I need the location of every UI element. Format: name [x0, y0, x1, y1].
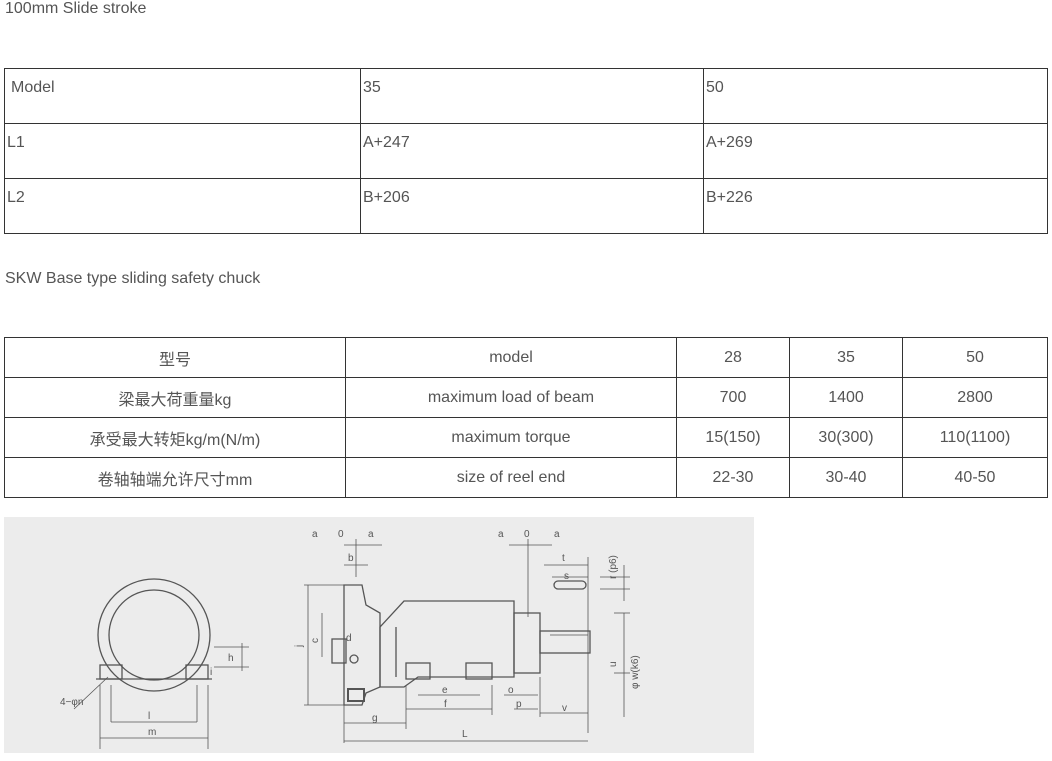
table-row: Model 35 50 — [4, 68, 1048, 124]
dim-label-p: p — [516, 699, 522, 710]
table-cell: 30(300) — [789, 417, 903, 458]
table-cell: A+247 — [360, 123, 704, 179]
dim-label-f: f — [444, 699, 447, 710]
table-cell: 梁最大荷重量kg — [4, 377, 346, 418]
table-cell: 40-50 — [902, 457, 1048, 498]
dim-label-e: e — [442, 685, 448, 696]
dim-label-h: h — [228, 653, 234, 664]
dim-label-0: 0 — [338, 529, 344, 540]
table1-title: 100mm Slide stroke — [5, 0, 147, 17]
table-row: 卷轴轴端允许尺寸mm size of reel end 22-30 30-40 … — [4, 457, 1048, 498]
table-cell: 35 — [360, 68, 704, 124]
dim-label-d: d — [346, 633, 352, 644]
technical-drawing: a 0 a b a 0 a t s r (p6) j c d h i 4−φn … — [4, 517, 754, 753]
dim-label-u: u — [608, 661, 619, 667]
table-cell: B+226 — [703, 178, 1048, 234]
flange — [343, 584, 381, 706]
dim-label-g: g — [372, 713, 378, 724]
table-cell: 承受最大转矩kg/m(N/m) — [4, 417, 346, 458]
table-cell: B+206 — [360, 178, 704, 234]
dim-label-a: a — [554, 529, 560, 540]
dim-label-a: a — [312, 529, 318, 540]
shaft — [539, 630, 591, 654]
table-cell: 50 — [902, 337, 1048, 378]
ring-outer — [97, 578, 211, 692]
table-cell: L1 — [4, 123, 361, 179]
table-row: 承受最大转矩kg/m(N/m) maximum torque 15(150) 3… — [4, 417, 1048, 458]
dim-label-s: s — [564, 571, 569, 582]
dim-label-v: v — [562, 703, 567, 714]
table2-title: SKW Base type sliding safety chuck — [5, 270, 261, 287]
table-cell: model — [345, 337, 677, 378]
table-cell: 28 — [676, 337, 790, 378]
table-cell: 35 — [789, 337, 903, 378]
dim-label-c: c — [310, 638, 321, 643]
key — [553, 580, 587, 590]
table-cell: A+269 — [703, 123, 1048, 179]
table-row: L1 A+247 A+269 — [4, 123, 1048, 179]
table-row: 型号 model 28 35 50 — [4, 337, 1048, 378]
dim-label-l: l — [148, 711, 150, 722]
dim-label-r: r (p6) — [608, 555, 619, 579]
dim-label-a: a — [498, 529, 504, 540]
table-cell: Model — [4, 68, 361, 124]
chuck-spec-table: 型号 model 28 35 50 梁最大荷重量kg maximum load … — [4, 337, 1048, 498]
table-cell: 型号 — [4, 337, 346, 378]
dim-label-m: m — [148, 727, 156, 738]
dim-label-i: i — [210, 667, 212, 678]
table-cell: maximum load of beam — [345, 377, 677, 418]
table-cell: 15(150) — [676, 417, 790, 458]
table-row: L2 B+206 B+226 — [4, 178, 1048, 234]
table-cell: L2 — [4, 178, 361, 234]
chuck-dimension-drawing: a 0 a b a 0 a t s r (p6) j c d h i 4−φn … — [60, 529, 641, 749]
dim-label-L: L — [462, 729, 468, 740]
dim-label-t: t — [562, 553, 565, 564]
dim-label-b: b — [348, 553, 354, 564]
slide-stroke-table: Model 35 50 L1 A+247 A+269 L2 B+206 B+22… — [4, 68, 1048, 234]
table-cell: 2800 — [902, 377, 1048, 418]
dim-label-j: j — [294, 645, 305, 648]
table-cell: 30-40 — [789, 457, 903, 498]
table-cell: maximum torque — [345, 417, 677, 458]
table-row: 梁最大荷重量kg maximum load of beam 700 1400 2… — [4, 377, 1048, 418]
ring-foot-right — [185, 664, 209, 680]
dim-label-o: o — [508, 685, 514, 696]
dim-label-w: φ w(k6) — [630, 655, 641, 689]
table-cell: 1400 — [789, 377, 903, 418]
chuck-body — [379, 600, 515, 688]
table-cell: 22-30 — [676, 457, 790, 498]
dim-label-n: 4−φn — [60, 697, 83, 708]
ring-inner — [108, 589, 200, 681]
table-cell: 700 — [676, 377, 790, 418]
dim-label-a: a — [368, 529, 374, 540]
ring-foot-left — [99, 664, 123, 680]
shaft-collar — [513, 612, 541, 674]
table-cell: 110(1100) — [902, 417, 1048, 458]
table-cell: 卷轴轴端允许尺寸mm — [4, 457, 346, 498]
table-cell: 50 — [703, 68, 1048, 124]
dim-label-0: 0 — [524, 529, 530, 540]
table-cell: size of reel end — [345, 457, 677, 498]
